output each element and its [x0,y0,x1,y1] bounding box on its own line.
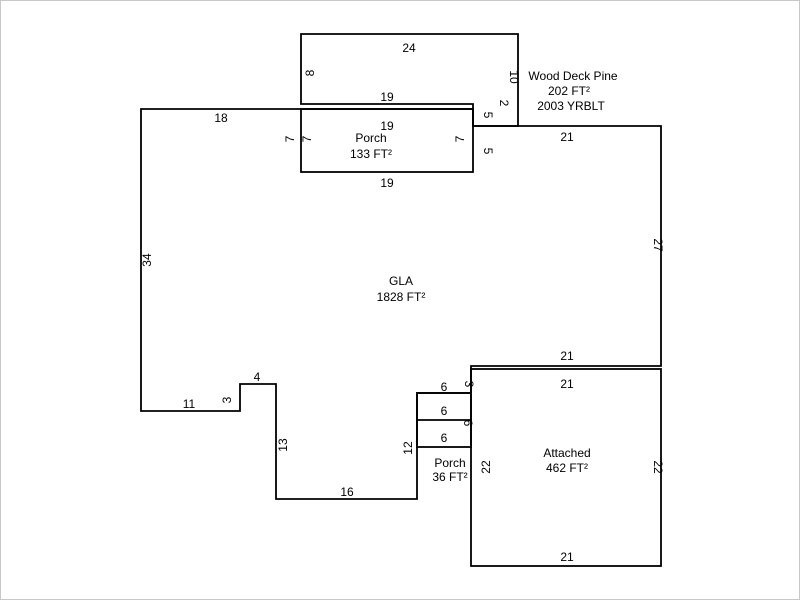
dim-garage-bottom-21: 21 [560,550,574,564]
dim-garage-left-22: 22 [479,460,493,474]
porch-top-label-area: 133 FT² [350,147,392,161]
dim-porch-left-7-inner: 7 [300,135,314,142]
dim-porch-right-5: 5 [481,148,495,155]
porch-bottom-label-name: Porch [434,456,465,470]
dim-porch-width-inner: 19 [380,119,394,133]
dim-bl-11: 11 [183,397,196,411]
dimension-labels: 24 8 10 19 18 2 5 21 19 7 7 7 5 19 34 27… [140,41,665,564]
garage-label-area: 462 FT² [546,461,588,475]
dim-deck-right: 10 [507,70,521,84]
dim-left-34: 34 [140,253,154,267]
gla-label-area: 1828 FT² [377,290,426,304]
dim-notch-6: 6 [441,380,448,394]
dim-top-right-21: 21 [560,130,574,144]
porch-top-outline [300,108,474,173]
porch-bottom-label-area: 36 FT² [432,470,467,484]
dim-p2-6-right: 6 [461,420,475,427]
wood-deck-label-line3: 2003 YRBLT [537,99,605,113]
dim-porch-left-7-outer: 7 [283,135,297,142]
dim-deck-top: 24 [402,41,416,55]
dim-bl-4: 4 [254,370,261,384]
wood-deck-label-line2: 202 FT² [548,84,590,98]
floorplan-outlines [140,33,662,567]
region-labels: Wood Deck Pine 202 FT² 2003 YRBLT Porch … [350,69,618,484]
wood-deck-label-line1: Wood Deck Pine [528,69,617,83]
dim-notch-3: 3 [462,381,476,388]
dim-p2-12: 12 [401,441,415,455]
dim-deck-left: 8 [303,69,317,76]
dim-right-27: 27 [651,238,665,252]
dim-porch-bottom-19: 19 [380,176,394,190]
dim-top-left: 18 [214,111,228,125]
gla-outline [140,108,662,500]
dim-step-5: 5 [481,112,495,119]
dim-bl-13: 13 [276,438,290,452]
dim-bottom-16: 16 [340,485,354,499]
dim-p2-6-mid: 6 [441,404,448,418]
dim-bl-3: 3 [220,396,234,403]
dim-garage-top-21: 21 [560,377,574,391]
gla-label-name: GLA [389,274,413,288]
garage-label-name: Attached [543,446,590,460]
dim-garage-right-22: 22 [651,460,665,474]
dim-p2-6-bottom: 6 [441,431,448,445]
dim-porch-right-7: 7 [453,135,467,142]
garage-outline [470,368,662,567]
dim-step-2: 2 [497,100,511,107]
dim-gla-bottom-21: 21 [560,349,574,363]
dim-deck-bottom: 19 [380,90,394,104]
porch-top-label-name: Porch [355,131,386,145]
